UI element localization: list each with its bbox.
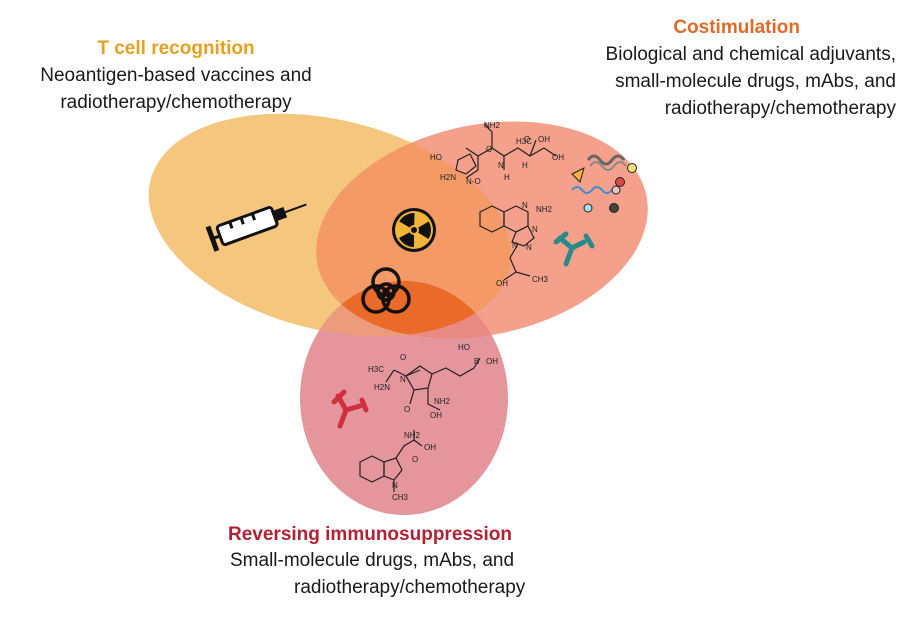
dna-strand-icon [586,154,626,166]
mol-label: H3C [368,365,384,374]
reversing-description-line2: radiotherapy/chemotherapy [294,577,526,598]
antibody-icon [553,231,595,267]
mol-label: N [526,243,532,252]
costimulation-description-line2: small-molecule drugs, mAbs, and [615,71,896,92]
antibody-icon [331,389,369,429]
reversing-ellipse [300,281,508,515]
biohazard-icon [361,267,411,314]
molecule-icon [385,357,481,411]
mol-label: N [522,201,528,210]
particle-icon [615,177,625,187]
mol-label: HO [458,343,470,352]
reversing-immunosuppression-title: Reversing immunosuppression [228,524,513,545]
rna-strand-icon [571,186,613,194]
mol-label: O [400,353,406,362]
mol-label: B [474,357,479,366]
mol-label: H3C [516,137,532,146]
mol-label: N [392,481,398,490]
molecule-icon [479,205,535,281]
mol-label: OH [552,153,564,162]
mol-label: OH [486,357,498,366]
particle-icon [583,203,593,213]
molecule-labels: NH2 OH O N CH3 [392,431,436,502]
molecule-icon [359,430,423,492]
mol-label: H [504,173,510,182]
tcell-recognition-title: T cell recognition [97,38,255,59]
costimulation-title: Costimulation [673,17,800,38]
triangle-icon [571,167,585,183]
tcell-description-line2: radiotherapy/chemotherapy [60,92,292,113]
mol-label: HO [430,153,442,162]
particle-icon [627,163,637,173]
mol-label: N-O [466,177,481,186]
costimulation-description-line1: Biological and chemical adjuvants, [605,44,896,65]
mol-label: OH [496,279,508,288]
mol-label: H [522,161,528,170]
mol-label: NH2 [434,397,451,406]
mol-label: N [532,225,538,234]
mol-label: O [404,405,410,414]
costimulation-description-line3: radiotherapy/chemotherapy [664,98,896,119]
syringe-icon [205,203,307,252]
tcell-description-line1: Neoantigen-based vaccines and [40,65,312,86]
mol-label: O [524,135,530,144]
mol-label: H2N [374,383,390,392]
mol-label: O [486,145,492,154]
mol-label: H2N [440,173,456,182]
mol-label: NH2 [404,431,421,440]
adjuvant-icons [571,154,637,213]
mol-label: OH [430,411,442,420]
molecule-labels: NH2 H3C OH HO O N OH H2N N-O H H O [430,121,564,186]
mol-label: OH [538,135,550,144]
mol-label: N [498,161,504,170]
particle-icon [609,203,619,213]
mol-label: OH [424,443,436,452]
mol-label: N [400,375,406,384]
molecule-labels: N NH2 N N N CH3 OH [496,201,553,288]
radiation-icon [392,208,436,252]
mol-label: CH3 [392,493,409,502]
mol-label: CH3 [532,275,549,284]
mol-label: O [412,455,418,464]
dna-strand-icon [589,161,627,171]
mol-label: NH2 [536,205,553,214]
particle-icon [611,185,621,195]
reversing-description-line1: Small-molecule drugs, mAbs, and [230,550,515,571]
molecule-icon [455,123,557,179]
mol-label: NH2 [484,121,501,130]
mol-label: N [512,241,518,250]
molecule-labels: HO B OH H3C O N H2N NH2 O OH [368,343,498,420]
